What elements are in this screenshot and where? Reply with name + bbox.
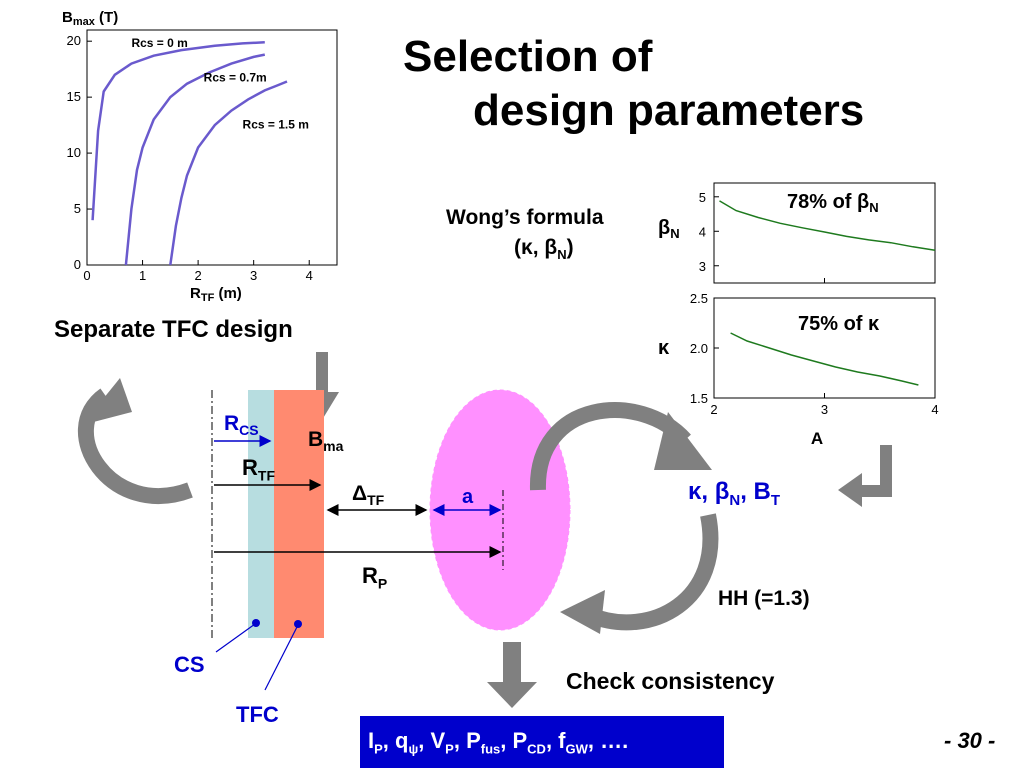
beta-n-annotation: 78% of βN — [787, 191, 879, 215]
beta-n-series-line — [719, 200, 936, 251]
kappa-xlabel: A — [811, 429, 823, 448]
kappa-ytick-label: 2.5 — [690, 291, 708, 306]
title-line-2: design parameters — [473, 86, 865, 135]
tfc-down-arrow-shaft — [316, 352, 328, 392]
beta-n-chart: βN 3 4 5 78% of βN — [658, 182, 936, 284]
bmax-xtick-label: 1 — [139, 268, 146, 283]
beta-n-ylabel: βN — [658, 217, 680, 241]
bmax-xlabel: RTF (m) — [190, 285, 242, 304]
feedback-curve-left — [77, 388, 193, 504]
output-box — [360, 716, 724, 768]
bmax-series-line — [91, 41, 265, 221]
bmax-series-line — [169, 80, 288, 266]
check-consistency-label: Check consistency — [566, 668, 775, 694]
bma-label: Bma — [308, 428, 344, 455]
beta-n-ytick-label: 3 — [699, 259, 706, 274]
tfc-bar — [274, 390, 324, 638]
bmax-xtick-label: 3 — [250, 268, 257, 283]
cs-label: CS — [174, 652, 205, 677]
rp-label: RP — [362, 563, 388, 592]
bmax-xtick-label: 4 — [306, 268, 313, 283]
page-number: - 30 - — [944, 728, 996, 753]
feedback-arrowhead-left — [82, 378, 132, 425]
outputs-text: IP, qψ, VP, Pfus, PCD, fGW, …. — [368, 728, 629, 757]
wong-formula-line-1: Wong’s formula — [446, 206, 604, 229]
bmax-ylabel: Bmax (T) — [62, 9, 118, 28]
output-arrow-head — [487, 682, 537, 708]
kappa-ytick-label: 1.5 — [690, 391, 708, 406]
hh-label: HH (=1.3) — [718, 587, 810, 610]
bmax-ytick-label: 0 — [74, 257, 81, 272]
bmax-series-label: Rcs = 0.7m — [204, 70, 267, 84]
kappa-annotation: 75% of κ — [798, 313, 880, 335]
beta-n-ytick-label: 5 — [699, 190, 706, 205]
bmax-chart: Bmax (T) 0 1 2 3 4 0 5 10 15 20 Rcs = 0 m Rcs = 0.… — [62, 9, 338, 304]
kappa-xtick-label: 3 — [821, 402, 828, 417]
bmax-ytick-label: 5 — [74, 201, 81, 216]
loop-arrow-lower — [586, 513, 719, 631]
bmax-series-label: Rcs = 0 m — [131, 36, 187, 50]
kappa-chart: κ 1.5 2.0 2.5 2 3 4 75% of κ A — [658, 291, 939, 448]
loop-arrowhead-upper — [654, 412, 712, 470]
cs-bar — [248, 390, 274, 638]
kappa-series-line — [730, 332, 919, 386]
loop-arrowhead-lower — [560, 590, 605, 634]
minor-radius-label: a — [462, 486, 474, 508]
bmax-ytick-label: 10 — [67, 145, 81, 160]
cs-pointer-dot — [252, 619, 260, 627]
delta-tf-label: ΔTF — [352, 482, 385, 509]
chart-feedback-arrow — [838, 445, 892, 507]
kappa-xtick-label: 4 — [931, 402, 938, 417]
kappa-ytick-label: 2.0 — [690, 341, 708, 356]
title-line-1: Selection of — [403, 32, 653, 81]
tfc-pointer-line — [264, 624, 299, 691]
tfc-design-label: Separate TFC design — [54, 316, 293, 343]
rcs-label: RCS — [224, 412, 259, 439]
bmax-plot-frame — [86, 29, 338, 266]
kappa-xtick-label: 2 — [710, 402, 717, 417]
wong-formula-line-2: (κ, βN) — [514, 236, 574, 263]
tfc-pointer-dot — [294, 620, 302, 628]
bmax-xtick-label: 0 — [83, 268, 90, 283]
beta-n-ytick-label: 4 — [699, 224, 706, 239]
bmax-series-line — [124, 53, 266, 266]
bmax-series-label: Rcs = 1.5 m — [243, 117, 309, 131]
kappa-ylabel: κ — [658, 337, 670, 359]
bmax-ytick-label: 15 — [67, 89, 81, 104]
bmax-xtick-label: 2 — [194, 268, 201, 283]
output-arrow-shaft — [503, 642, 521, 682]
bmax-ytick-label: 20 — [67, 33, 81, 48]
rtf-label: RTF — [242, 455, 275, 484]
tfc-label: TFC — [236, 702, 279, 727]
cs-pointer-line — [215, 623, 256, 653]
targets-label: κ, βN, BT — [688, 478, 781, 509]
